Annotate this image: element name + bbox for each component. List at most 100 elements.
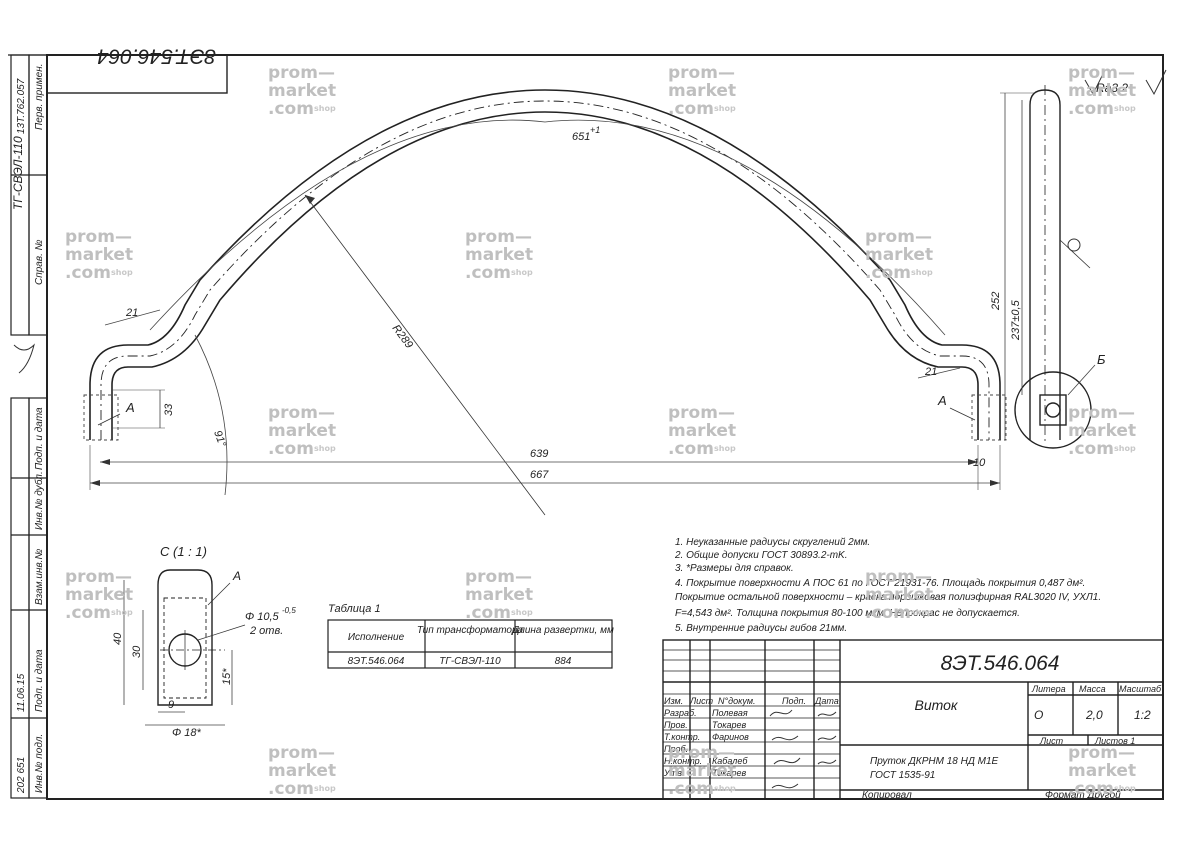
watermark-text: .com (1068, 439, 1114, 459)
watermark-suffix: shop (911, 608, 933, 617)
title-block (662, 639, 1164, 800)
watermark-text: .com (465, 263, 511, 283)
watermark-text: prom— (465, 227, 532, 247)
side-label-podp-data1: Подп. и дата (34, 407, 45, 470)
watermark-text: market (865, 585, 933, 605)
side-view (1014, 85, 1092, 449)
side-first-use: 13Т.762.057 (16, 78, 27, 134)
role-4: Н.контр. (664, 756, 702, 766)
dim-651-tol: +1 (590, 125, 600, 135)
dim-21-right: 21 (924, 366, 937, 378)
watermark-text: market (668, 421, 736, 441)
watermark-text: prom— (268, 403, 335, 423)
side-label-inv-dubl: Инв.№ дубл. (33, 471, 45, 530)
watermark-suffix: shop (714, 104, 736, 113)
role-5: Утв. (663, 768, 684, 778)
table-header-1: Тип трансформатора (417, 624, 524, 636)
watermark-suffix: shop (911, 268, 933, 277)
watermark-text: market (268, 761, 336, 781)
table-cell-2: 884 (555, 656, 572, 667)
dim-237: 237±0,5 (1010, 299, 1022, 341)
watermark-text: market (268, 81, 336, 101)
part-name: Виток (914, 697, 958, 713)
watermark-text: market (268, 421, 336, 441)
role-2: Т.контр. (664, 732, 700, 742)
note-4: 4. Покрытие поверхности А ПОС 61 по ГОСТ… (675, 578, 1085, 589)
watermark-suffix: shop (314, 444, 336, 453)
detail-hole-tol: -0,5 (282, 606, 296, 615)
surface-a-left (83, 394, 119, 441)
dim-angle-arc (194, 334, 228, 496)
massa-label: Масса (1079, 684, 1106, 694)
watermark-text: market (465, 245, 533, 265)
side-strip (10, 54, 48, 799)
detail-d40: 40 (112, 632, 124, 645)
person-2: Фаринов (712, 732, 749, 742)
coil-arch (89, 89, 1001, 440)
surface-a-right (971, 394, 1007, 441)
role-1: Пров. (664, 720, 688, 730)
roughness-check-icon (1084, 69, 1167, 96)
dim-10: 10 (973, 457, 986, 469)
watermark-text: .com (65, 263, 111, 283)
watermark-text: prom— (268, 743, 335, 763)
watermark-suffix: shop (111, 608, 133, 617)
dim-667: 667 (530, 469, 549, 481)
watermark-text: .com (268, 99, 314, 119)
dim-33: 33 (163, 403, 175, 416)
person-5: Токарев (712, 768, 746, 778)
watermark-suffix: shop (111, 268, 133, 277)
dim-651: 651 (572, 131, 590, 143)
side-label-vzam-inv: Взам.инв.№ (34, 549, 45, 605)
label-a-right: А (937, 393, 947, 408)
watermark-suffix: shop (1114, 784, 1136, 793)
table-header-0: Исполнение (348, 632, 405, 643)
side-signature (13, 343, 35, 374)
detail-title: С (1 : 1) (160, 544, 207, 559)
watermark-text: market (865, 245, 933, 265)
watermark-text: .com (865, 603, 911, 623)
detail-d30: 30 (131, 645, 143, 658)
watermark-text: market (65, 245, 133, 265)
watermark-text: market (465, 585, 533, 605)
table-header-2: Длина развертки, мм (511, 625, 614, 636)
label-a-left: А (125, 400, 135, 415)
roughness: Ra3,2 (1096, 81, 1128, 95)
table-caption: Таблица 1 (328, 603, 381, 615)
watermark-suffix: shop (1114, 104, 1136, 113)
watermark-text: .com (668, 439, 714, 459)
dim-252: 252 (990, 292, 1002, 311)
role-0: Разраб. (664, 708, 697, 718)
watermark-suffix: shop (511, 608, 533, 617)
person-4: Кабалеб (712, 756, 748, 766)
sheet-label: Лист (1039, 736, 1064, 746)
side-top-stamp: ТГ-СВЭЛ-110 (11, 136, 25, 210)
watermark-text: market (668, 81, 736, 101)
watermark-text: prom— (668, 743, 735, 763)
col-data: Дата (814, 696, 839, 706)
watermark-text: prom— (1068, 743, 1135, 763)
watermark-text: market (1068, 81, 1136, 101)
detail-d18: Φ 18* (172, 727, 201, 739)
designation-top-inverted: 8ЭТ.546.064 (97, 45, 216, 68)
notes: 1. Неуказанные радиусы скруглений 2мм. 2… (674, 537, 1101, 634)
watermark-text: market (1068, 421, 1136, 441)
drawing-frame (46, 54, 1164, 800)
watermark-text: prom— (268, 63, 335, 83)
watermark-text: .com (668, 779, 714, 799)
copied-label: Копировал (862, 790, 912, 801)
watermark-suffix: shop (511, 268, 533, 277)
